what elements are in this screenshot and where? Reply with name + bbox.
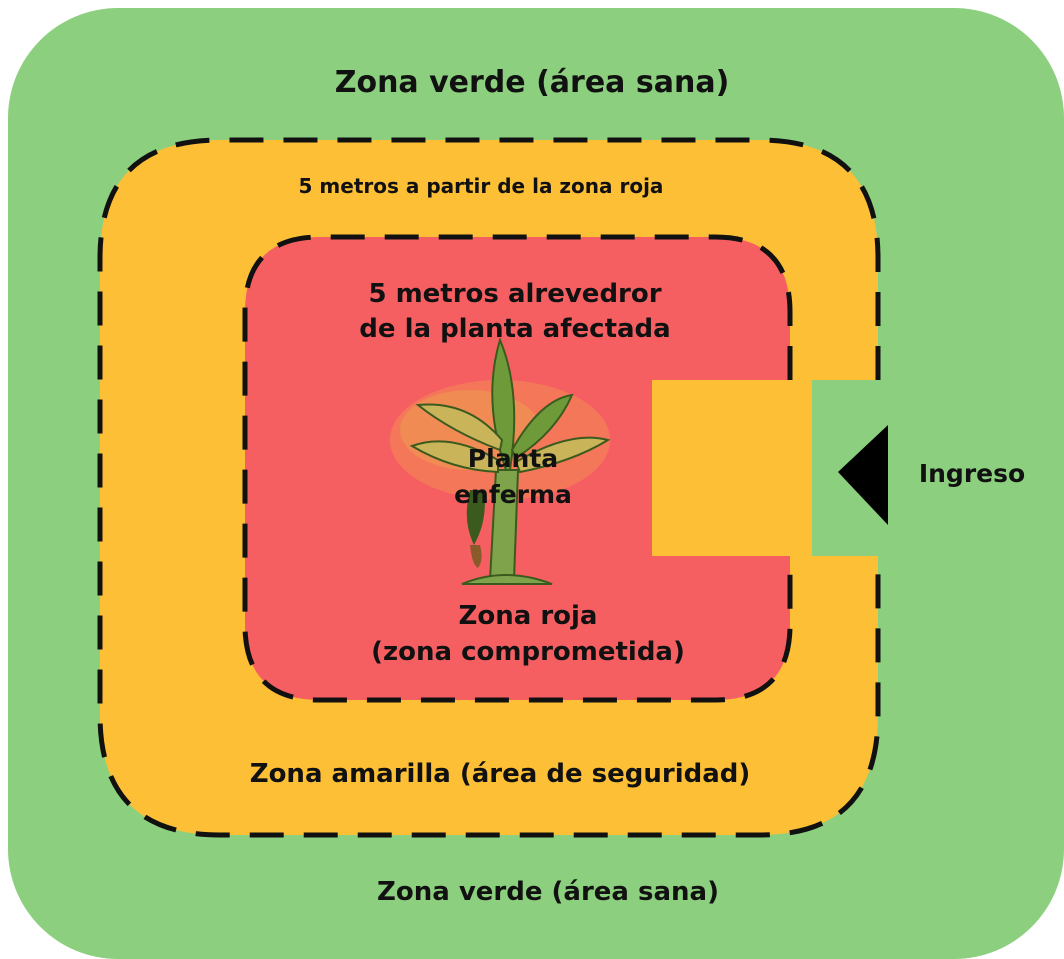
- plant-label-line2: enferma: [454, 480, 572, 509]
- base-root: [461, 574, 553, 585]
- leaf-mid-right: [514, 436, 611, 474]
- red-zone-name-line1: Zona roja: [459, 601, 598, 631]
- yellow-zone-top-label: 5 metros a partir de la zona roja: [299, 174, 664, 198]
- red-zone-border: [242, 234, 793, 703]
- red-zone: [245, 237, 790, 700]
- yellow-zone-border: [97, 137, 881, 838]
- left-pointing-triangle-arrow-icon: [838, 425, 888, 525]
- green-zone-bottom-label: Zona verde (área sana): [377, 877, 719, 907]
- yellow-zone-name-label: Zona amarilla (área de seguridad): [250, 759, 751, 789]
- leaf-upper-right: [510, 393, 574, 460]
- entrance-corridor: [652, 380, 812, 556]
- entrance-label: Ingreso: [919, 459, 1025, 488]
- red-zone-name-line2: (zona comprometida): [371, 637, 685, 667]
- banana-bunch: [466, 490, 485, 545]
- leaf-upper-left: [415, 403, 504, 452]
- banana-flower: [470, 545, 482, 568]
- green-zone-top-label: Zona verde (área sana): [335, 65, 730, 100]
- plant-label-line1: Planta: [468, 444, 558, 473]
- leaf-mid-left: [409, 440, 499, 474]
- diseased-banana-plant-icon: [390, 337, 611, 585]
- red-zone-radius-label-line2: de la planta afectada: [359, 314, 670, 344]
- red-zone-radius-label-line1: 5 metros alrevedror: [368, 279, 661, 309]
